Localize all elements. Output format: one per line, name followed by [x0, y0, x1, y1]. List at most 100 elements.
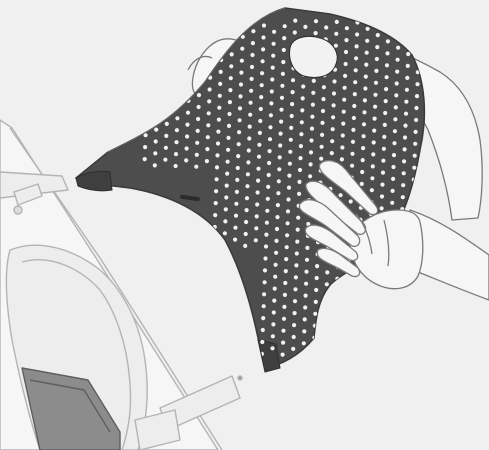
ventilation-hole: [266, 197, 270, 201]
ventilation-hole: [280, 84, 284, 88]
ventilation-hole: [380, 194, 384, 198]
ventilation-hole: [262, 304, 266, 308]
ventilation-hole: [365, 51, 369, 55]
ventilation-hole: [244, 220, 248, 224]
ventilation-hole: [313, 312, 317, 316]
ventilation-hole: [344, 38, 348, 42]
ventilation-hole: [403, 135, 407, 139]
ventilation-hole: [248, 113, 252, 117]
ventilation-hole: [246, 172, 250, 176]
ventilation-hole: [185, 146, 189, 150]
ventilation-hole: [401, 195, 405, 199]
ventilation-hole: [330, 151, 334, 155]
ventilation-hole: [278, 143, 282, 147]
ventilation-hole: [271, 66, 275, 70]
ventilation-hole: [214, 189, 218, 193]
ventilation-hole: [249, 101, 253, 105]
ventilation-hole: [238, 94, 242, 98]
ventilation-hole: [372, 129, 376, 133]
ventilation-hole: [402, 171, 406, 175]
ventilation-hole: [332, 79, 336, 83]
ventilation-hole: [227, 124, 231, 128]
ventilation-hole: [164, 134, 168, 138]
ventilation-hole: [215, 153, 219, 157]
ventilation-hole: [223, 231, 227, 235]
ventilation-hole: [223, 219, 227, 223]
ventilation-hole: [272, 42, 276, 46]
ventilation-hole: [385, 75, 389, 79]
ventilation-hole: [264, 233, 268, 237]
ventilation-hole: [277, 179, 281, 183]
ventilation-hole: [174, 140, 178, 144]
ventilation-hole: [414, 130, 418, 134]
ventilation-hole: [259, 95, 263, 99]
ventilation-hole: [275, 215, 279, 219]
ventilation-hole: [215, 177, 219, 181]
ventilation-hole: [393, 129, 397, 133]
ventilation-hole: [269, 101, 273, 105]
ventilation-hole: [215, 165, 219, 169]
ventilation-hole: [390, 201, 394, 205]
ventilation-hole: [330, 139, 334, 143]
ventilation-hole: [273, 287, 277, 291]
ventilation-hole: [195, 153, 199, 157]
ventilation-hole: [310, 115, 314, 119]
ventilation-hole: [153, 163, 157, 167]
ventilation-hole: [268, 137, 272, 141]
ventilation-hole: [255, 202, 259, 206]
ventilation-hole: [271, 322, 275, 326]
ventilation-hole: [385, 51, 389, 55]
ventilation-hole: [371, 152, 375, 156]
ventilation-hole: [297, 192, 301, 196]
ventilation-hole: [258, 119, 262, 123]
ventilation-hole: [163, 158, 167, 162]
ventilation-hole: [295, 251, 299, 255]
ventilation-hole: [245, 184, 249, 188]
ventilation-hole: [309, 162, 313, 166]
ventilation-hole: [375, 45, 379, 49]
ventilation-hole: [290, 114, 294, 118]
ventilation-hole: [236, 154, 240, 158]
ventilation-hole: [350, 152, 354, 156]
ventilation-hole: [263, 280, 267, 284]
ventilation-hole: [216, 130, 220, 134]
ventilation-hole: [392, 153, 396, 157]
ventilation-hole: [354, 68, 358, 72]
ventilation-hole: [260, 83, 264, 87]
ventilation-hole: [289, 138, 293, 142]
ventilation-hole: [373, 117, 377, 121]
ventilation-hole: [296, 228, 300, 232]
ventilation-hole: [366, 27, 370, 31]
ventilation-hole: [292, 335, 296, 339]
ventilation-hole: [261, 47, 265, 51]
ventilation-hole: [271, 334, 275, 338]
ventilation-hole: [413, 142, 417, 146]
ventilation-hole: [406, 64, 410, 68]
ventilation-hole: [414, 106, 418, 110]
ventilation-hole: [381, 159, 385, 163]
ventilation-hole: [278, 155, 282, 159]
ventilation-hole: [256, 179, 260, 183]
ventilation-hole: [195, 141, 199, 145]
ventilation-hole: [415, 82, 419, 86]
ventilation-hole: [268, 149, 272, 153]
ventilation-hole: [206, 123, 210, 127]
ventilation-hole: [301, 84, 305, 88]
ventilation-hole: [280, 96, 284, 100]
ventilation-hole: [353, 80, 357, 84]
ventilation-hole: [261, 328, 265, 332]
ventilation-hole: [309, 138, 313, 142]
ventilation-hole: [298, 168, 302, 172]
ventilation-hole: [282, 305, 286, 309]
ventilation-hole: [334, 32, 338, 36]
ventilation-hole: [395, 81, 399, 85]
ventilation-hole: [279, 108, 283, 112]
ventilation-hole: [300, 120, 304, 124]
ventilation-hole: [391, 189, 395, 193]
ventilation-hole: [288, 162, 292, 166]
ventilation-hole: [341, 122, 345, 126]
ventilation-hole: [355, 32, 359, 36]
ventilation-hole: [295, 240, 299, 244]
ventilation-hole: [229, 64, 233, 68]
ventilation-hole: [247, 148, 251, 152]
